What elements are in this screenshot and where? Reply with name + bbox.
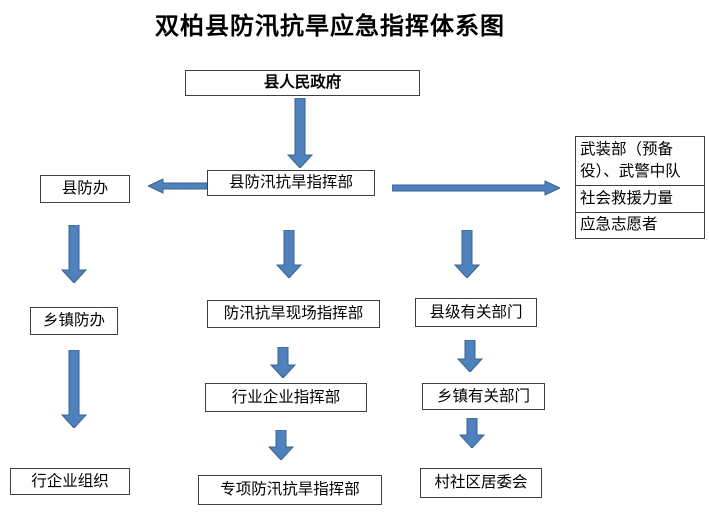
node-county-flood-office: 县防办: [40, 175, 130, 203]
arrow-township-office-to-enterprise-org-icon: [61, 350, 87, 428]
arrow-county-hq-to-allied-forces-icon: [392, 180, 560, 196]
arrow-county-hq-to-onsite-hq-icon: [276, 230, 302, 278]
arrow-onsite-hq-to-industry-hq-icon: [270, 347, 296, 378]
allied-forces-group: 武装部（预备役）、武警中队 社会救援力量 应急志愿者: [575, 136, 705, 239]
arrow-township-departments-to-village-committees-icon: [459, 418, 485, 448]
node-enterprise-org: 行企业组织: [10, 468, 130, 495]
node-emergency-volunteers: 应急志愿者: [576, 211, 704, 239]
node-special-flood-drought-hq: 专项防汛抗旱指挥部: [198, 475, 382, 505]
node-village-committees: 村社区居委会: [420, 468, 542, 498]
arrow-gov-to-county-hq-icon: [287, 98, 313, 168]
node-social-rescue-forces: 社会救援力量: [576, 185, 704, 212]
node-county-departments: 县级有关部门: [415, 298, 537, 327]
diagram-title: 双柏县防汛抗旱应急指挥体系图: [155, 13, 505, 40]
node-county-flood-drought-hq: 县防汛抗旱指挥部: [207, 170, 375, 196]
node-armed-forces: 武装部（预备役）、武警中队: [580, 140, 681, 180]
arrow-county-hq-to-county-departments-icon: [454, 230, 480, 278]
arrow-county-hq-to-flood-office-icon: [148, 178, 207, 194]
arrow-industry-hq-to-special-hq-icon: [268, 430, 294, 460]
node-onsite-flood-drought-hq: 防汛抗旱现场指挥部: [207, 300, 380, 328]
node-industry-enterprise-hq: 行业企业指挥部: [205, 383, 367, 412]
arrow-flood-office-to-township-office-icon: [61, 225, 87, 283]
arrow-county-departments-to-township-departments-icon: [457, 340, 483, 372]
node-county-government: 县人民政府: [185, 70, 420, 96]
node-township-flood-office: 乡镇防办: [30, 307, 118, 335]
node-township-departments: 乡镇有关部门: [422, 383, 545, 410]
